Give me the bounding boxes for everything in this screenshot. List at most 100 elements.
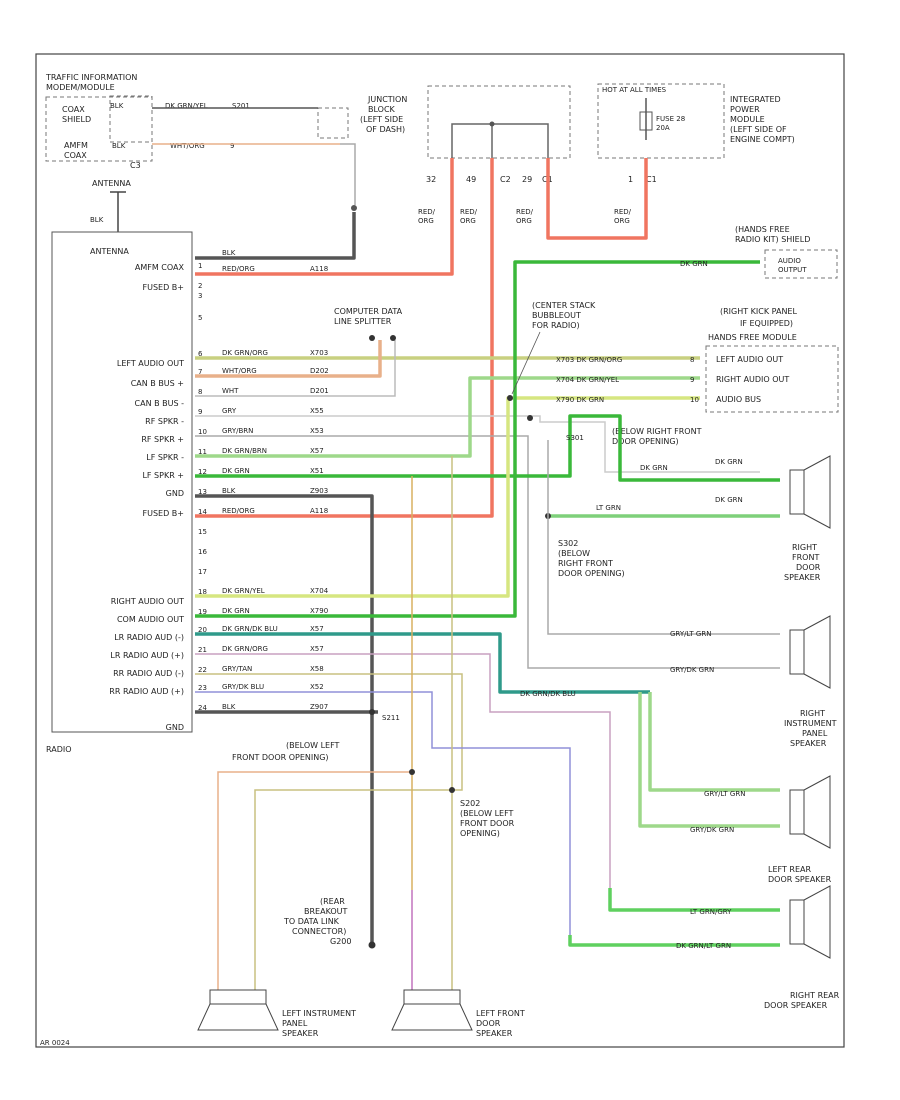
wire-circuit-label: Z903 <box>310 487 328 495</box>
svg-text:COAX: COAX <box>64 151 87 160</box>
svg-text:RIGHT: RIGHT <box>792 543 817 552</box>
radio-pin-label: LF SPKR - <box>146 453 184 462</box>
svg-text:HANDS FREE MODULE: HANDS FREE MODULE <box>708 333 797 342</box>
computer-data-line-splitter: COMPUTER DATA LINE SPLITTER <box>334 307 403 326</box>
wire-color-label: DK GRN <box>222 467 250 475</box>
svg-text:LEFT FRONT: LEFT FRONT <box>476 1009 525 1018</box>
svg-text:JUNCTION: JUNCTION <box>367 95 407 104</box>
svg-text:WHT/ORG: WHT/ORG <box>170 142 205 150</box>
radio-pin-number: 8 <box>198 388 202 396</box>
svg-text:DK GRN/DK BLU: DK GRN/DK BLU <box>520 690 576 698</box>
wire-circuit-label: X58 <box>310 665 324 673</box>
hands-free-module: (RIGHT KICK PANEL IF EQUIPPED) HANDS FRE… <box>556 307 839 413</box>
svg-text:IF EQUIPPED): IF EQUIPPED) <box>740 319 793 328</box>
radio-pin-number: 16 <box>198 548 207 556</box>
wire-circuit-label: X704 <box>310 587 329 595</box>
radio-pin-label: CAN B BUS - <box>135 399 185 408</box>
wire-circuit-label: D201 <box>310 387 329 395</box>
svg-text:TRAFFIC INFORMATION: TRAFFIC INFORMATION <box>45 73 137 82</box>
svg-text:ANTENNA: ANTENNA <box>92 179 131 188</box>
wire-color-label: BLK <box>222 703 236 711</box>
svg-text:DOOR SPEAKER: DOOR SPEAKER <box>768 875 832 884</box>
svg-text:DOOR: DOOR <box>796 563 821 572</box>
svg-text:S202: S202 <box>460 799 480 808</box>
radio-pin-number: 12 <box>198 468 207 476</box>
svg-text:S211: S211 <box>382 714 400 722</box>
svg-text:DOOR OPENING): DOOR OPENING) <box>558 569 625 578</box>
svg-text:DK GRN/LT GRN: DK GRN/LT GRN <box>676 942 731 950</box>
wire-color-label: DK GRN/ORG <box>222 349 268 357</box>
svg-text:RADIO: RADIO <box>46 745 72 754</box>
svg-text:OPENING): OPENING) <box>460 829 500 838</box>
svg-text:S302: S302 <box>558 539 578 548</box>
wire-circuit-label: X703 <box>310 349 328 357</box>
radio-pin-label: RIGHT AUDIO OUT <box>111 597 184 606</box>
frame-label: AR 0024 <box>40 1039 70 1047</box>
radio-pin-label: CAN B BUS + <box>131 379 184 388</box>
radio-pin-number: 1 <box>198 262 202 270</box>
radio-pin-number: 2 <box>198 282 202 290</box>
svg-text:DK GRN: DK GRN <box>715 496 743 504</box>
svg-text:LEFT REAR: LEFT REAR <box>768 865 811 874</box>
radio-pin-number: 5 <box>198 314 202 322</box>
svg-text:(RIGHT KICK PANEL: (RIGHT KICK PANEL <box>720 307 797 316</box>
svg-text:8: 8 <box>690 356 694 364</box>
radio-pin-number: 11 <box>198 448 207 456</box>
radio-unit: ANTENNA RADIO <box>46 231 193 754</box>
wire-circuit-label: X57 <box>310 625 324 633</box>
left-front-speaker: LEFT FRONT DOOR SPEAKER <box>391 989 525 1038</box>
svg-text:X703 DK GRN/ORG: X703 DK GRN/ORG <box>556 356 622 364</box>
radio-pin-number: 15 <box>198 528 207 536</box>
antenna: ANTENNA BLK <box>90 179 131 232</box>
svg-text:FRONT: FRONT <box>792 553 819 562</box>
radio-pin-number: 22 <box>198 666 207 674</box>
left-rear-speaker: LEFT REAR DOOR SPEAKER <box>768 775 832 884</box>
radio-pin-number: 17 <box>198 568 207 576</box>
svg-text:PANEL: PANEL <box>282 1019 308 1028</box>
svg-text:BLK: BLK <box>112 142 126 150</box>
svg-text:SPEAKER: SPEAKER <box>476 1029 513 1038</box>
svg-text:C3: C3 <box>130 161 141 170</box>
svg-text:BLK: BLK <box>110 102 124 110</box>
svg-text:RIGHT REAR: RIGHT REAR <box>790 991 840 1000</box>
svg-text:BLOCK: BLOCK <box>368 105 396 114</box>
right-front-speaker: RIGHT FRONT DOOR SPEAKER <box>784 455 831 582</box>
diagram-frame <box>35 53 845 1048</box>
svg-text:S201: S201 <box>232 102 250 110</box>
radio-pin-label: RR RADIO AUD (-) <box>113 669 184 678</box>
svg-text:DK GRN: DK GRN <box>715 458 743 466</box>
svg-text:(BELOW: (BELOW <box>558 549 590 558</box>
radio-pin-number: 9 <box>198 408 202 416</box>
radio-pin-label: LR RADIO AUD (-) <box>114 633 184 642</box>
radio-pin-number: 10 <box>198 428 207 436</box>
svg-text:DOOR SPEAKER: DOOR SPEAKER <box>764 1001 828 1010</box>
svg-text:RED/: RED/ <box>614 208 632 216</box>
wire-color-label: BLK <box>222 487 236 495</box>
radio-pin-label: RF SPKR - <box>145 417 184 426</box>
svg-text:HOT AT ALL TIMES: HOT AT ALL TIMES <box>602 86 667 94</box>
svg-text:32: 32 <box>426 175 436 184</box>
svg-text:(HANDS FREE: (HANDS FREE <box>735 225 790 234</box>
svg-text:DK GRN: DK GRN <box>640 464 668 472</box>
svg-text:X704 DK GRN/YEL: X704 DK GRN/YEL <box>556 376 619 384</box>
radio-pin-label: LEFT AUDIO OUT <box>117 359 184 368</box>
wire-circuit-label: X53 <box>310 427 324 435</box>
radio-pin-number: 7 <box>198 368 202 376</box>
svg-text:RADIO KIT) SHIELD: RADIO KIT) SHIELD <box>735 235 810 244</box>
radio-pin-number: 18 <box>198 588 207 596</box>
svg-text:1: 1 <box>628 175 633 184</box>
svg-text:S301: S301 <box>566 434 584 442</box>
svg-text:FOR RADIO): FOR RADIO) <box>532 321 580 330</box>
svg-text:INSTRUMENT: INSTRUMENT <box>784 719 837 728</box>
svg-text:(LEFT SIDE: (LEFT SIDE <box>360 115 403 124</box>
wire-color-label: GRY/DK BLU <box>222 683 264 691</box>
radio-pin-number: 19 <box>198 608 207 616</box>
wire-color-label: DK GRN/BRN <box>222 447 267 455</box>
svg-text:RED/: RED/ <box>516 208 534 216</box>
svg-text:G200: G200 <box>330 937 351 946</box>
wire-color-label: DK GRN/YEL <box>222 587 265 595</box>
hands-free-shield: (HANDS FREE RADIO KIT) SHIELD AUDIO OUTP… <box>680 225 838 279</box>
svg-text:ANTENNA: ANTENNA <box>90 247 129 256</box>
